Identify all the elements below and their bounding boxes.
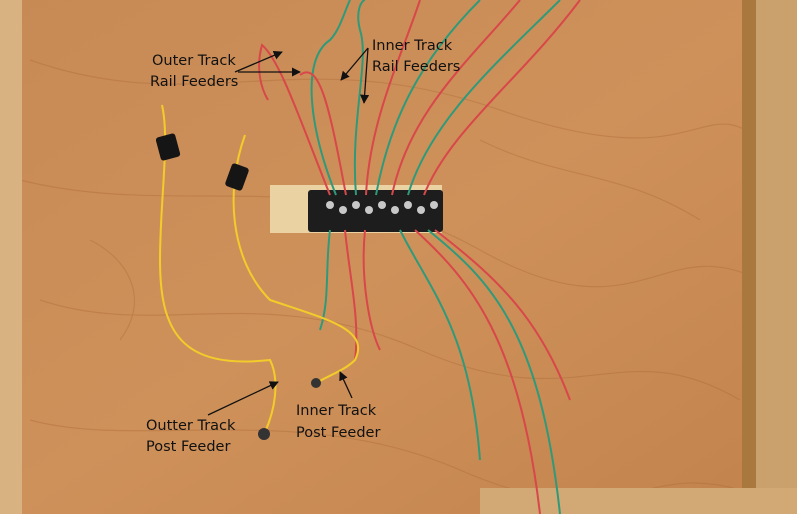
- svg-text:Rail Feeders: Rail Feeders: [150, 74, 238, 90]
- annotation-inner-rail: Inner Track Rail Feeders: [340, 38, 460, 104]
- svg-text:Post Feeder: Post Feeder: [296, 425, 380, 441]
- frame-right-inner: [742, 0, 756, 514]
- terminal-screws: [326, 201, 438, 214]
- svg-text:Rail Feeders: Rail Feeders: [372, 59, 460, 75]
- annotation-outer-rail: Outer Track Rail Feeders: [150, 51, 301, 90]
- svg-text:Inner Track: Inner Track: [372, 38, 453, 54]
- frame-left: [0, 0, 22, 514]
- connectors: [155, 133, 249, 191]
- annotation-inner-post: Inner Track Post Feeder: [296, 371, 380, 441]
- frame-bottom: [480, 488, 797, 514]
- post-feeder-wires: [158, 104, 360, 433]
- terminal-strip: [308, 190, 443, 232]
- svg-text:Inner Track: Inner Track: [296, 403, 377, 419]
- svg-text:Outter Track: Outter Track: [146, 418, 236, 434]
- rail-wires: [258, 0, 581, 514]
- annotation-outer-post: Outter Track Post Feeder: [146, 381, 279, 455]
- svg-text:Post Feeder: Post Feeder: [146, 439, 230, 455]
- post-holes: [258, 378, 321, 440]
- svg-text:Outer Track: Outer Track: [152, 53, 236, 69]
